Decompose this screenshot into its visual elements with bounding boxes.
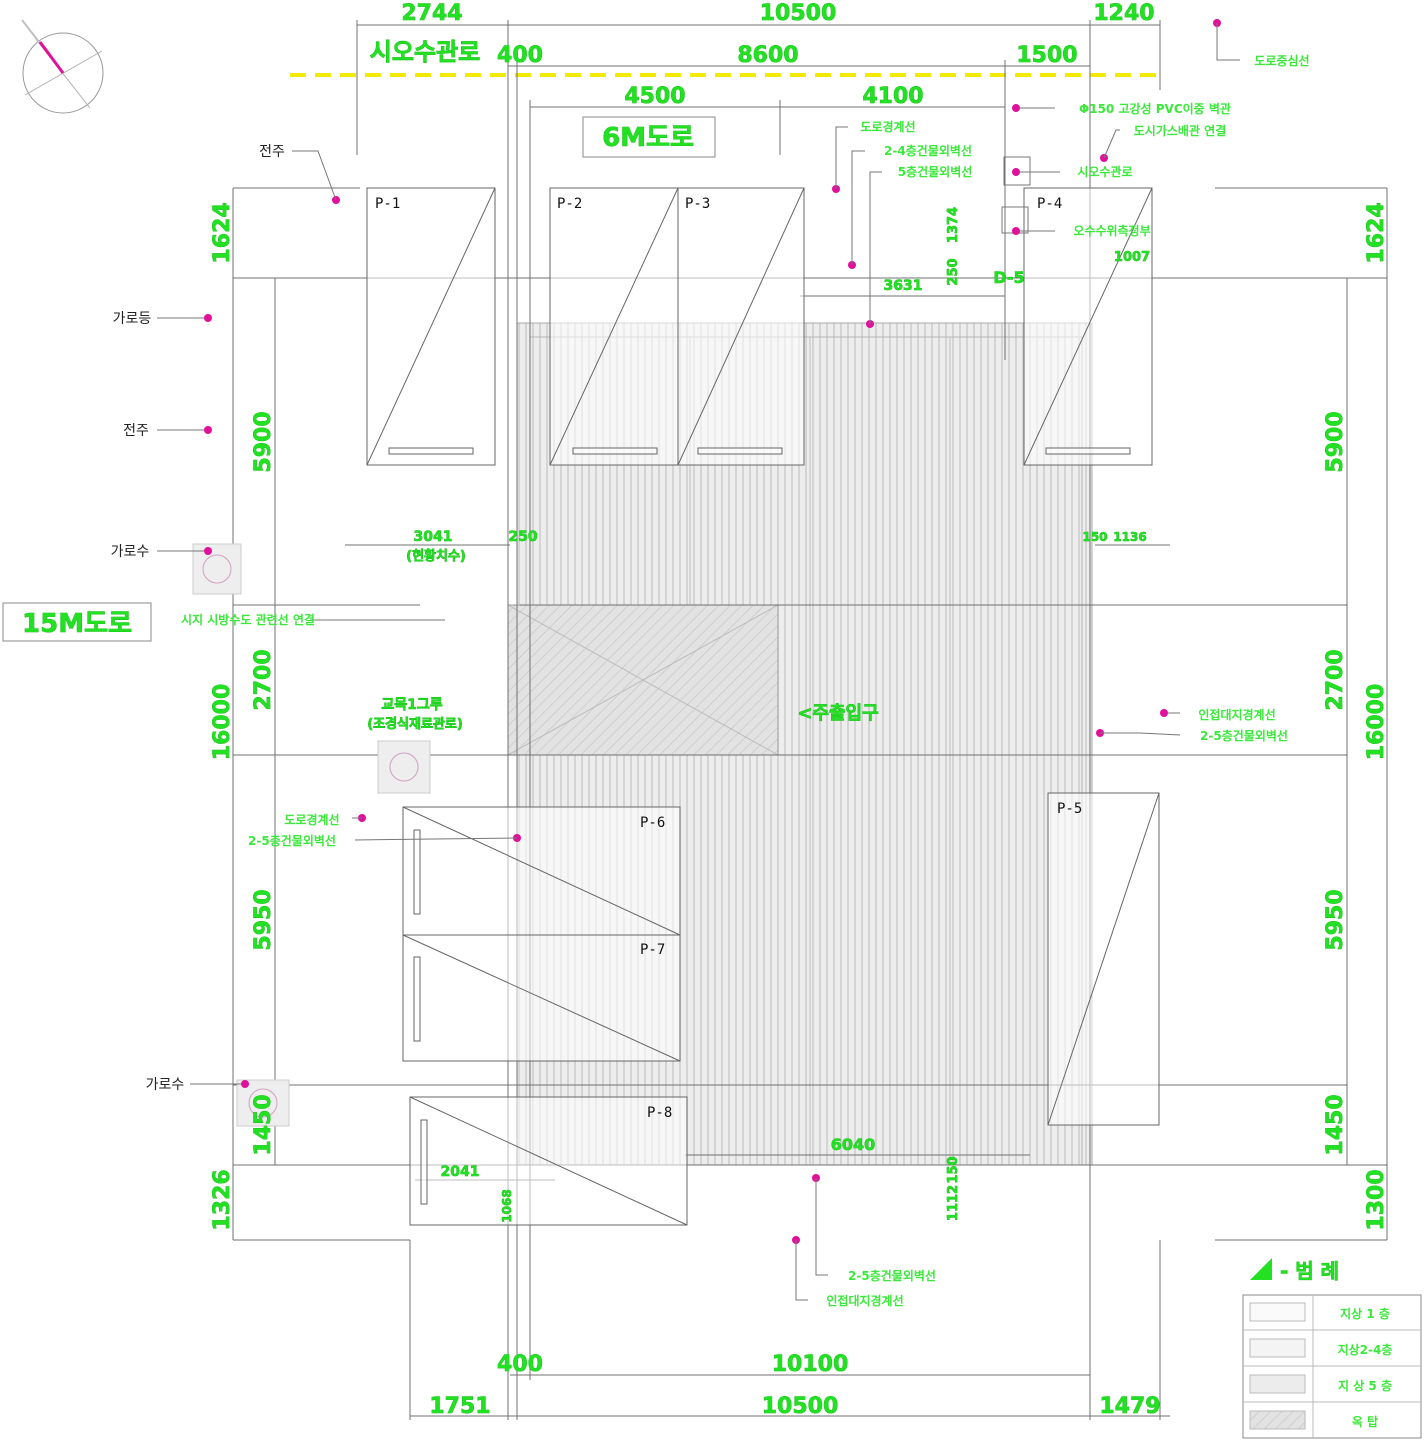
dim-text: 4500: [624, 84, 685, 109]
note-text: 2-5층건물외벽선: [1200, 728, 1288, 743]
note-text: 시오수관로: [1077, 164, 1132, 179]
dim-text: 10500: [762, 1394, 839, 1419]
dim-text: 16000: [210, 684, 235, 761]
legend: - 범 례 지상 1 층 지상2-4층 지 상 5 층 옥 탑: [1242, 1258, 1422, 1439]
dim-text: 8600: [737, 43, 798, 68]
dim-text: 3631: [884, 278, 923, 294]
dim-text: 150: [1082, 530, 1107, 544]
dim-text: 2700: [1323, 649, 1348, 710]
dim-text: 5950: [1323, 889, 1348, 950]
note-text: Φ150 고강성 PVC이중 벽관: [1079, 101, 1231, 116]
dim-text: 1300: [1364, 1169, 1389, 1230]
dim-text: 1624: [210, 202, 235, 263]
dim-text: (현황치수): [406, 548, 466, 564]
dim-text: 4100: [862, 84, 923, 109]
dim-text: 1240: [1093, 1, 1154, 26]
dim-text: 2744: [401, 1, 462, 26]
green-notes: 시지 시방수도 관련선 연결 도로경계선 2-5층건물외벽선 도로경계선 2-4…: [181, 53, 1310, 1308]
dim-text: 16000: [1364, 684, 1389, 761]
parking-label: P-5: [1057, 801, 1082, 817]
note-text: 전주: [259, 144, 285, 160]
note-text: 2-5층건물외벽선: [248, 833, 336, 848]
right-dimensions: 1624 5900 16000 2700 5950 1450 1300: [1323, 202, 1390, 1231]
north-arrow-icon: [21, 19, 104, 114]
parking-label: P-3: [685, 196, 710, 212]
note-text: 시지 시방수도 관련선 연결: [181, 612, 315, 627]
dim-text: 5900: [251, 411, 276, 472]
main-entrance-label: <주출입구: [797, 702, 878, 724]
water-pipe-label: 시오수관로: [370, 38, 480, 66]
parking-stalls: [366, 187, 1160, 1226]
note-text: 가로수: [111, 544, 150, 560]
legend-item: 옥 탑: [1352, 1414, 1378, 1429]
dim-text: 1068: [500, 1189, 514, 1222]
dim-text: 400: [497, 1352, 543, 1377]
dim-text: 1500: [1016, 43, 1077, 68]
parking-label: P-4: [1037, 196, 1062, 212]
tree-note-sub: (조경식재료관로): [367, 716, 463, 732]
dim-text: 250: [946, 258, 961, 285]
note-text: 인접대지경계선: [826, 1293, 903, 1308]
dim-text: 1751: [429, 1394, 490, 1419]
dim-text: 1007: [1114, 250, 1150, 265]
note-text: 도로경계선: [284, 812, 339, 827]
parking-label: P-2: [557, 196, 582, 212]
legend-item: 지상 1 층: [1340, 1306, 1390, 1321]
dim-text: 2700: [251, 649, 276, 710]
manhole-box: [1003, 156, 1031, 186]
tree-icon: [192, 543, 431, 1127]
dim-text: 1450: [251, 1094, 276, 1155]
dim-text: 150: [946, 1156, 961, 1183]
legend-title: - 범 례: [1280, 1259, 1339, 1283]
top-dimensions: 2744 10500 1240 400 8600 1500 4500 4100: [401, 1, 1155, 110]
note-text: 가로등: [113, 311, 152, 327]
dim-text: 400: [497, 43, 543, 68]
road-15m-box: [2, 602, 152, 642]
dim-text: 10500: [760, 1, 837, 26]
left-dimensions: 1624 5900 16000 2700 5950 1450 1326: [210, 202, 277, 1231]
note-text: 오수수위측정부: [1073, 223, 1150, 238]
legend-item: 지상2-4층: [1338, 1342, 1393, 1357]
parking-label: P-6: [640, 815, 665, 831]
note-text: 도시가스배관 연결: [1134, 123, 1227, 138]
parking-label: P-8: [647, 1105, 672, 1121]
note-text: 2-5층건물외벽선: [848, 1268, 936, 1283]
dim-text: 1479: [1099, 1394, 1160, 1419]
dim-text: 1326: [210, 1169, 235, 1230]
note-text: 인접대지경계선: [1198, 707, 1275, 722]
note-text: 2-4층건물외벽선: [884, 143, 972, 158]
dim-text: 3041: [414, 529, 453, 545]
dim-text: 5900: [1323, 411, 1348, 472]
parking-label: P-7: [640, 942, 665, 958]
note-text: 도로경계선: [860, 119, 915, 134]
dim-text: 1624: [1364, 202, 1389, 263]
road-6m-label: 6M도로: [602, 123, 694, 153]
bottom-dimensions: 400 10100 1751 10500 1479: [429, 1352, 1161, 1420]
note-text: 전주: [123, 423, 149, 439]
note-text: 5층건물외벽선: [898, 164, 973, 179]
dim-text: 2041: [441, 1164, 480, 1180]
left-notes: 전주 가로등 전주 가로수 가로수: [111, 144, 285, 1093]
dim-text: 5950: [251, 889, 276, 950]
note-text: 도로중심선: [1254, 53, 1309, 68]
legend-item: 지 상 5 층: [1338, 1378, 1392, 1393]
note-text: 가로수: [146, 1077, 185, 1093]
dim-text: 1112: [946, 1185, 961, 1221]
dim-text: 6040: [831, 1135, 876, 1154]
misc-dimensions: 1374 250 3631 1007 3041 (현황치수) 250 150 1…: [406, 207, 1151, 1223]
legend-triangle-icon: [1250, 1258, 1272, 1280]
dim-text: 250: [508, 529, 537, 545]
dim-text: 1374: [946, 207, 961, 243]
dim-text: 1450: [1323, 1094, 1348, 1155]
road-6m-box: [582, 116, 716, 158]
dim-text: 1136: [1113, 530, 1146, 544]
road-15m-label: 15M도로: [22, 609, 132, 639]
parking-label: P-1: [375, 196, 400, 212]
dim-text: 10100: [772, 1352, 849, 1377]
tree-note: 교목1그루: [381, 697, 442, 713]
d5-label: D-5: [993, 268, 1024, 287]
